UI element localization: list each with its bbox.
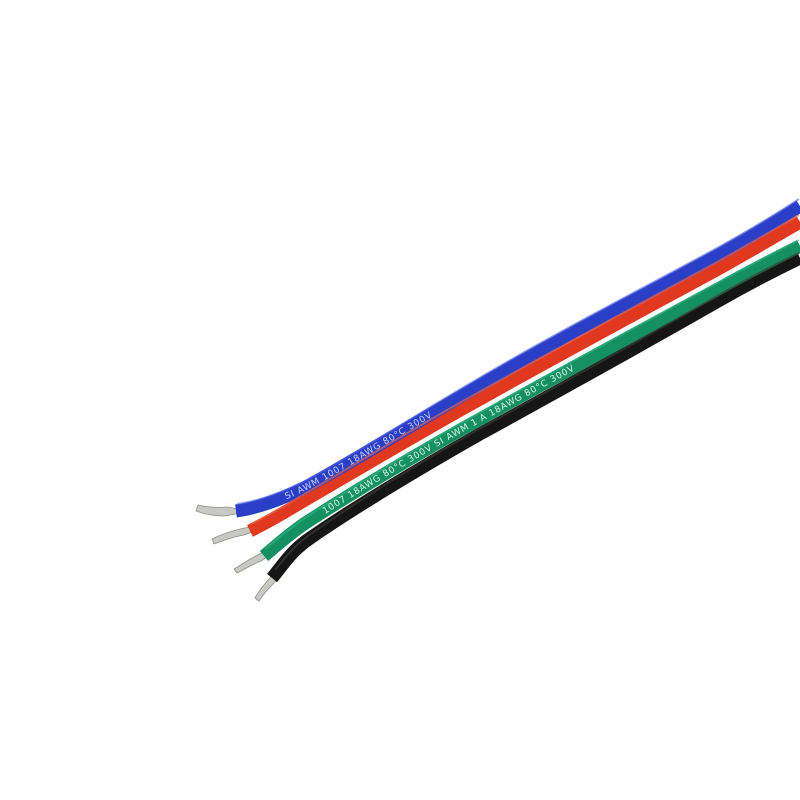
black-wire (266, 252, 800, 583)
green-wire-tip (233, 551, 268, 574)
green-wire-highlight (264, 239, 800, 550)
red-wire (247, 216, 800, 537)
green-wire-print: 1007 18AWG 80°C 300V SI AWM 1 A 18AWG 80… (321, 364, 577, 517)
red-wire-tip (211, 526, 253, 545)
stripped-wire-tips (195, 504, 279, 602)
blue-wire-highlight (236, 198, 800, 505)
green-wire (259, 240, 800, 561)
blue-wire (235, 200, 800, 518)
blue-wire-tip (195, 504, 239, 517)
wire-bundle: SI AWM 1007 18AWG 80°C 300V 1007 18AWG 8… (235, 198, 800, 583)
black-wire-highlight (274, 252, 800, 571)
red-wire-highlight (250, 214, 800, 525)
